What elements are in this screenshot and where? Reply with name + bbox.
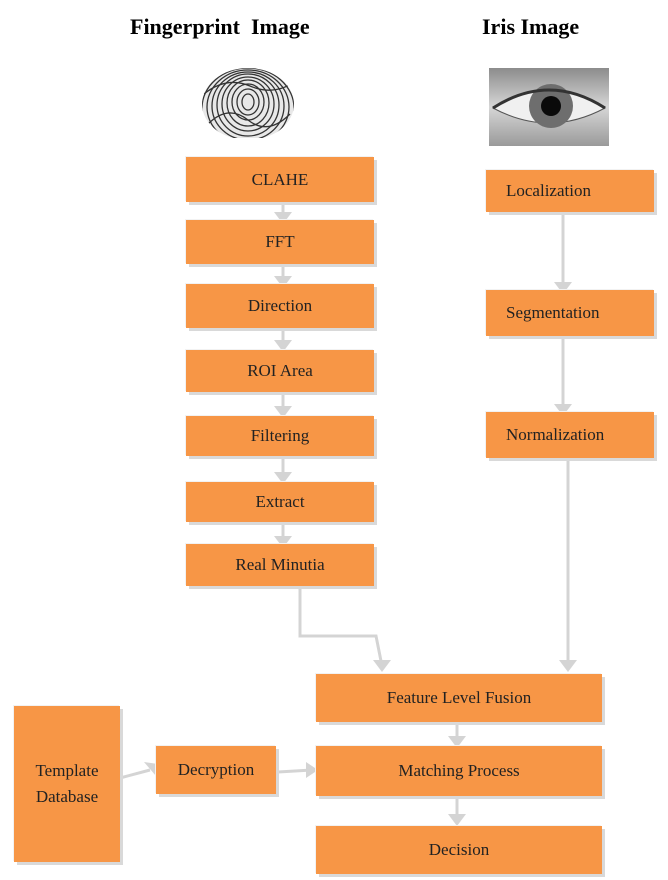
- clahe-step: CLAHE: [186, 157, 374, 202]
- template-database: Template Database: [14, 706, 120, 862]
- real-minutia-step: Real Minutia: [186, 544, 374, 586]
- decision-step: Decision: [316, 826, 602, 874]
- matching-process-step: Matching Process: [316, 746, 602, 796]
- direction-step: Direction: [186, 284, 374, 328]
- normalization-step: Normalization: [486, 412, 654, 458]
- iris-image-title: Iris Image: [482, 14, 580, 39]
- decryption-step: Decryption: [156, 746, 276, 794]
- template-database-line2: Database: [35, 787, 99, 806]
- roi-area-step: ROI Area: [186, 350, 374, 392]
- segmentation-step: Segmentation: [486, 290, 654, 336]
- filtering-step: Filtering: [186, 416, 374, 456]
- extract-step: Extract: [186, 482, 374, 522]
- template-database-line1: Template: [35, 761, 99, 780]
- localization-step: Localization: [486, 170, 654, 212]
- iris-image: [489, 68, 609, 146]
- feature-level-fusion-step: Feature Level Fusion: [316, 674, 602, 722]
- fingerprint-image-title: Fingerprint Image: [130, 14, 310, 39]
- fingerprint-image: [202, 68, 294, 138]
- fft-step: FFT: [186, 220, 374, 264]
